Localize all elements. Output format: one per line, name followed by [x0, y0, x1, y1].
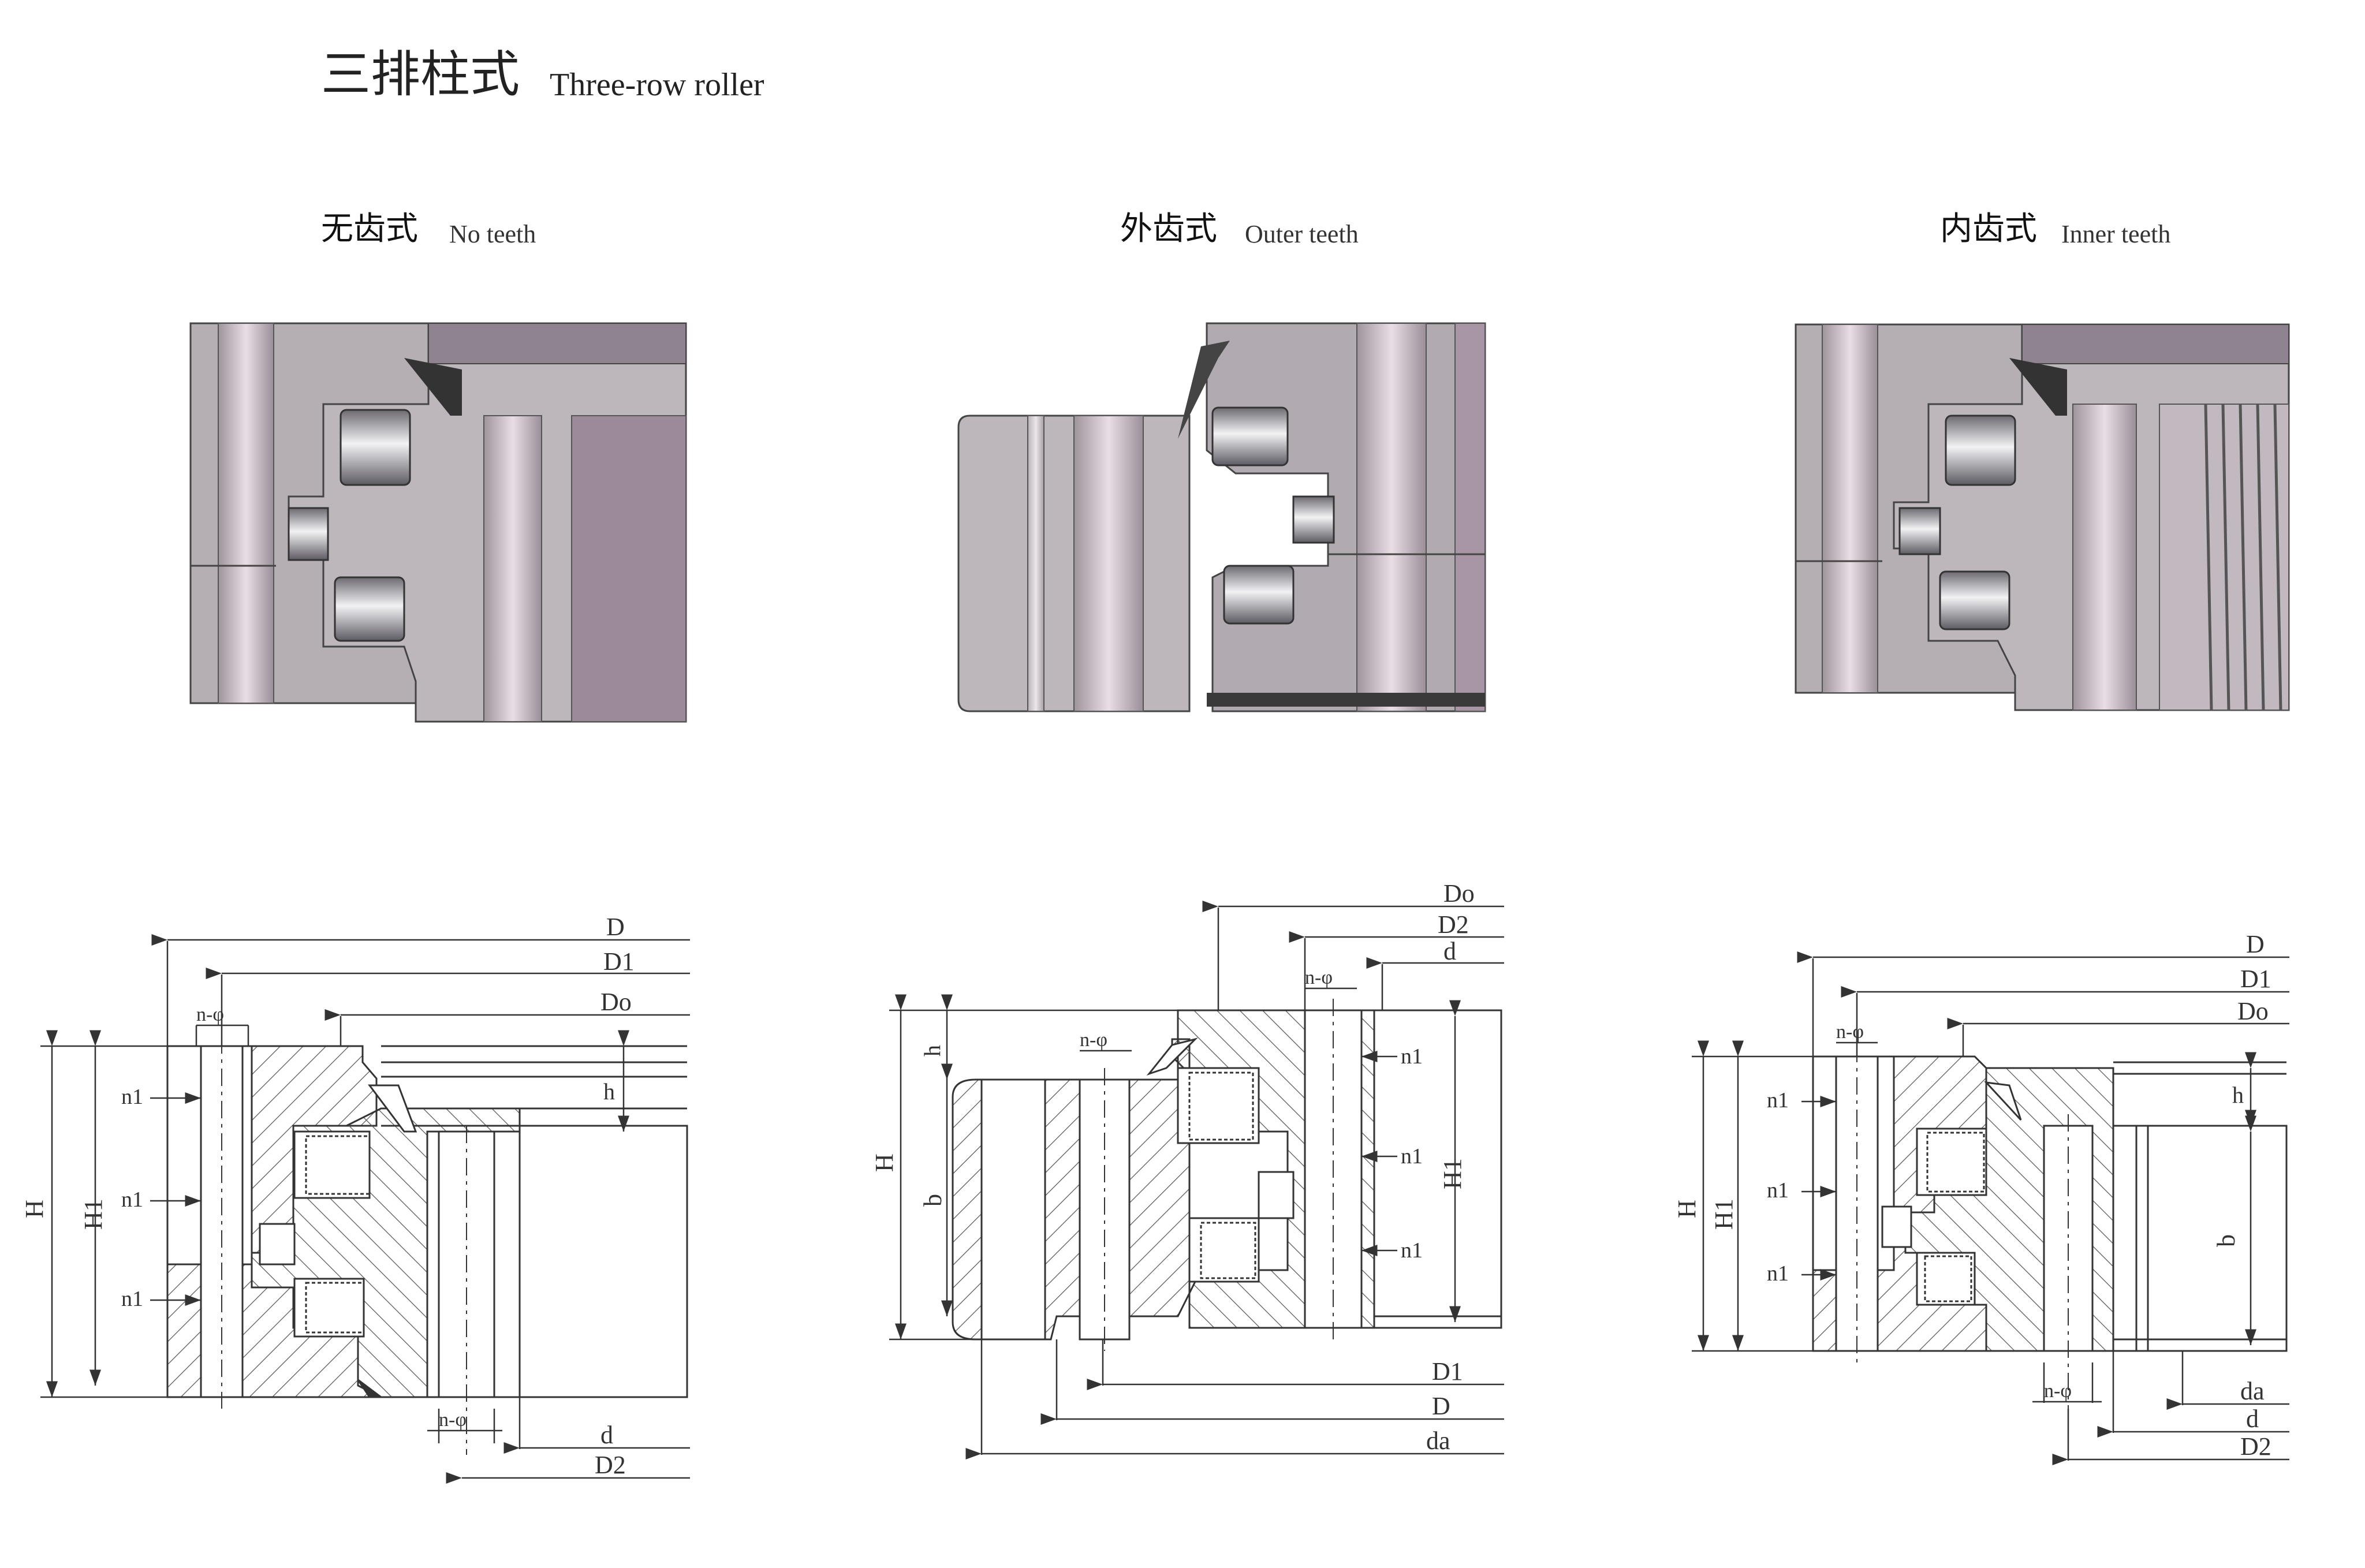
outer-teeth-H-label: H	[870, 1153, 898, 1172]
outer-teeth-drawing	[952, 999, 1502, 1351]
no-teeth-nphi-bottom-label: n-φ	[439, 1409, 467, 1431]
no-teeth-d-label: d	[600, 1421, 613, 1449]
outer-teeth-render	[957, 322, 1486, 712]
inner-teeth-nphi-bottom-label: n-φ	[2044, 1380, 2072, 1402]
inner-teeth-D2-label: D2	[2240, 1432, 2271, 1461]
main-title-en: Three-row roller	[550, 67, 764, 103]
inner-teeth-da-label: da	[2240, 1377, 2265, 1405]
inner-teeth-nphi-top-label: n-φ	[1836, 1021, 1864, 1043]
no-teeth-render	[189, 322, 687, 723]
no-teeth-Do-label: Do	[600, 988, 632, 1016]
inner-teeth-labels: D D1 n-φ Do n1 n1 n1 h H H1 b n-φ da d D…	[1673, 930, 2271, 1461]
outer-teeth-n1-label-1: n1	[1401, 1044, 1423, 1069]
inner-teeth-n1-label-1: n1	[1767, 1088, 1789, 1112]
no-teeth-D2-label: D2	[595, 1451, 626, 1479]
inner-teeth-d-label: d	[2246, 1405, 2259, 1433]
no-teeth-title-en: No teeth	[449, 220, 536, 248]
outer-teeth-nphi-left-label: n-φ	[1080, 1029, 1107, 1051]
outer-teeth-n1-label-3: n1	[1401, 1238, 1423, 1263]
no-teeth-n1-label-1: n1	[121, 1085, 143, 1109]
no-teeth-H1-label: H1	[79, 1199, 107, 1230]
outer-teeth-D2-label: D2	[1438, 910, 1469, 939]
inner-teeth-b-label: b	[2212, 1234, 2240, 1247]
no-teeth-dimensions	[40, 934, 690, 1484]
no-teeth-D-label: D	[606, 913, 625, 941]
inner-teeth-n1-label-3: n1	[1767, 1261, 1789, 1286]
outer-teeth-D1-label: D1	[1432, 1357, 1463, 1386]
inner-teeth-D1-label: D1	[2240, 965, 2271, 993]
outer-teeth-Do-label: Do	[1443, 879, 1475, 908]
inner-teeth-Do-label: Do	[2237, 997, 2269, 1025]
inner-teeth-title-cn: 内齿式	[1940, 210, 2037, 248]
inner-teeth-n1-label-2: n1	[1767, 1178, 1789, 1203]
no-teeth-drawing	[166, 1036, 688, 1455]
outer-teeth-h-label: h	[919, 1045, 945, 1056]
inner-teeth-h-label: h	[2232, 1082, 2244, 1108]
inner-teeth-title-en: Inner teeth	[2061, 220, 2170, 248]
inner-teeth-drawing	[1812, 1045, 2288, 1409]
outer-teeth-nphi-top-label: n-φ	[1305, 967, 1333, 988]
no-teeth-D1-label: D1	[603, 947, 635, 976]
no-teeth-n1-label-2: n1	[121, 1188, 143, 1212]
no-teeth-nphi-top-label: n-φ	[196, 1004, 224, 1025]
main-title-cn: 三排柱式	[321, 46, 520, 103]
outer-teeth-n1-label-2: n1	[1401, 1144, 1423, 1168]
no-teeth-h-label: h	[603, 1078, 615, 1104]
outer-teeth-title-en: Outer teeth	[1245, 220, 1359, 248]
inner-teeth-dimensions	[1692, 951, 2289, 1465]
outer-teeth-D-label: D	[1432, 1392, 1450, 1420]
no-teeth-n1-label-3: n1	[121, 1287, 143, 1311]
outer-teeth-labels: Do D2 n-φ d h n-φ n1 n1 n1 H b H1 D1 D d…	[870, 879, 1475, 1455]
no-teeth-title-cn: 无齿式	[321, 210, 418, 248]
inner-teeth-H1-label: H1	[1710, 1199, 1738, 1230]
inner-teeth-H-label: H	[1673, 1200, 1701, 1218]
no-teeth-H-label: H	[20, 1200, 49, 1218]
outer-teeth-title-cn: 外齿式	[1120, 210, 1217, 248]
inner-teeth-render	[1795, 323, 2290, 711]
no-teeth-labels: D D1 Do n-φ n1 n1 n1 h H H1 n-φ d D2	[20, 913, 635, 1479]
inner-teeth-D-label: D	[2246, 930, 2265, 958]
outer-teeth-b-label: b	[919, 1194, 947, 1207]
outer-teeth-da-label: da	[1426, 1427, 1450, 1455]
outer-teeth-dimensions	[889, 901, 1504, 1459]
outer-teeth-H1-label: H1	[1438, 1158, 1467, 1189]
outer-teeth-d-label: d	[1443, 937, 1456, 965]
